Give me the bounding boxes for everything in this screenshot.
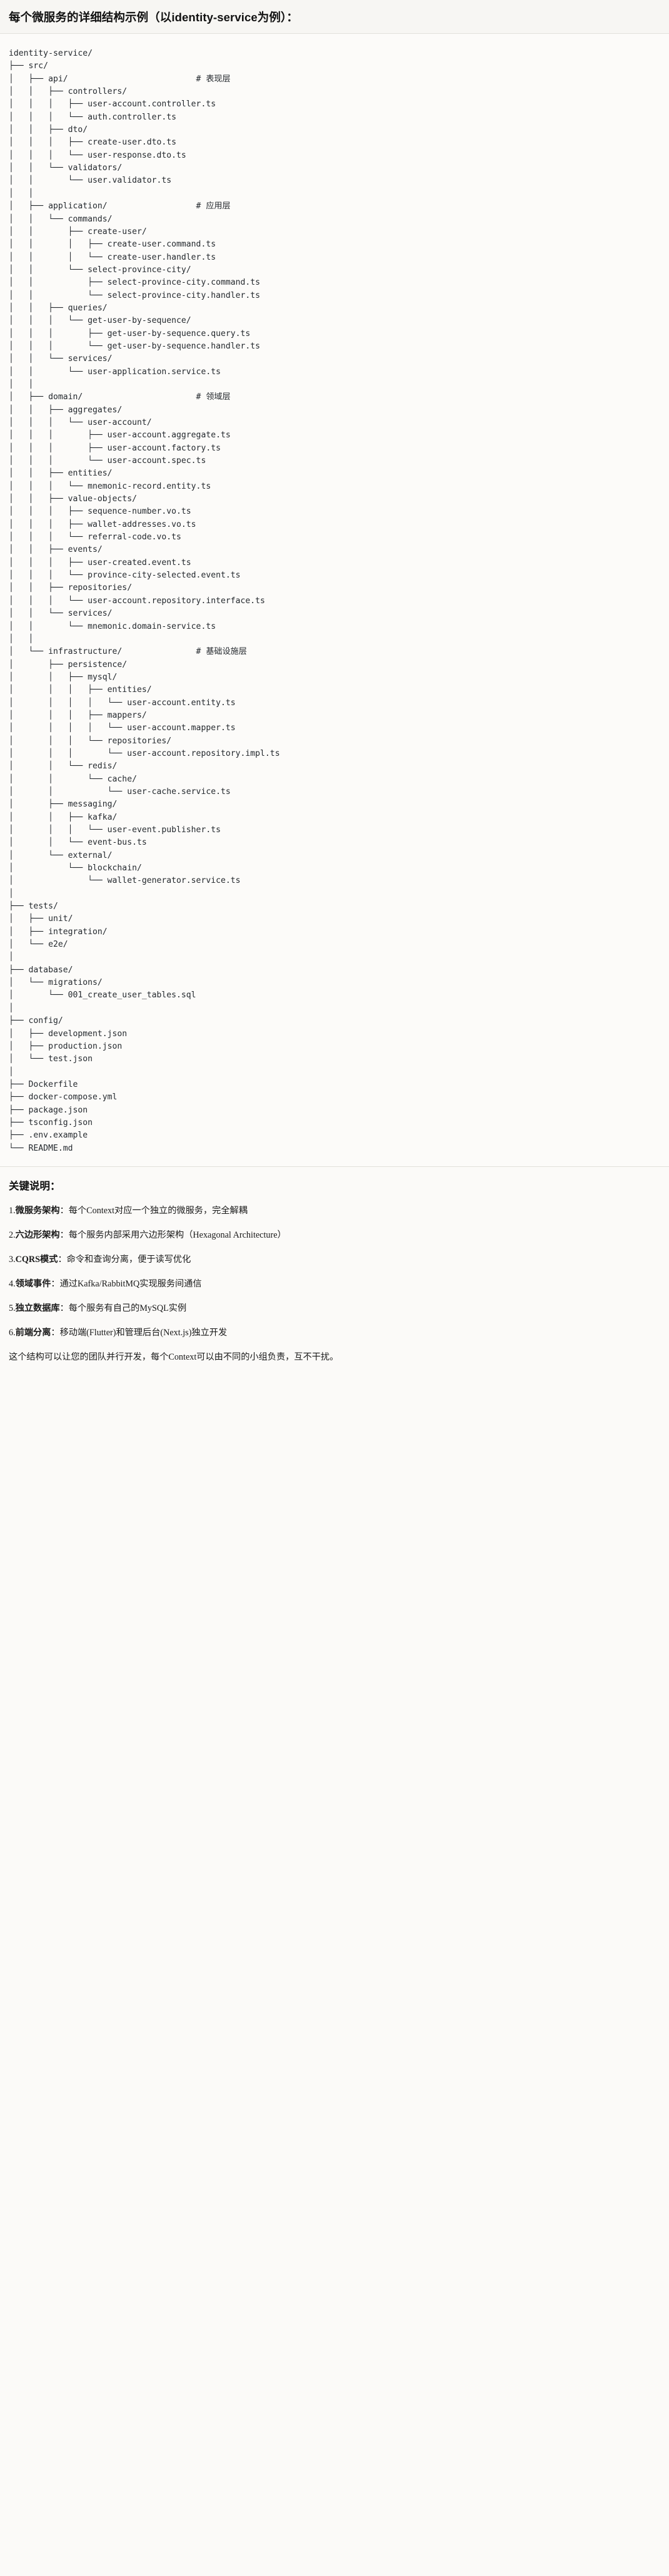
key-note-item: 2.六边形架构：每个服务内部采用六边形架构（Hexagonal Architec… [9, 1228, 660, 1242]
key-note-index: 2. [9, 1230, 16, 1241]
key-note-item: 3.CQRS模式：命令和查询分离，便于读写优化 [9, 1253, 660, 1266]
directory-tree-block: identity-service/ ├── src/ │ ├── api/ # … [0, 34, 669, 1166]
key-notes-heading: 关键说明： [9, 1180, 61, 1192]
key-note-separator: ： [51, 1279, 60, 1290]
key-note-index: 5. [9, 1303, 16, 1314]
key-note-separator: ： [59, 1303, 69, 1314]
key-note-text: 命令和查询分离，便于读写优化 [66, 1255, 191, 1265]
key-note-term: CQRS模式 [15, 1255, 58, 1265]
key-note-text: 每个服务有自己的MySQL实例 [68, 1303, 187, 1314]
page-root: 每个微服务的详细结构示例（以identity-service为例）： ident… [0, 0, 669, 1375]
key-note-text: 每个服务内部采用六边形架构（Hexagonal Architecture） [68, 1230, 286, 1241]
key-note-item: 4.领域事件：通过Kafka/RabbitMQ实现服务间通信 [9, 1277, 660, 1291]
key-note-text: 通过Kafka/RabbitMQ实现服务间通信 [59, 1279, 202, 1290]
directory-tree-text: identity-service/ ├── src/ │ ├── api/ # … [9, 49, 280, 1153]
key-note-index: 4. [9, 1279, 16, 1290]
key-note-separator: ： [59, 1206, 69, 1216]
key-note-term: 微服务架构 [15, 1206, 60, 1216]
key-note-term: 六边形架构 [15, 1230, 60, 1241]
key-note-term: 领域事件 [15, 1279, 51, 1290]
directory-tree: identity-service/ ├── src/ │ ├── api/ # … [9, 48, 660, 1155]
document-header: 每个微服务的详细结构示例（以identity-service为例）： [0, 0, 669, 34]
key-note-text: 每个Context对应一个独立的微服务，完全解耦 [68, 1206, 248, 1216]
key-note-term: 独立数据库 [15, 1303, 60, 1314]
key-note-term: 前端分离 [15, 1328, 51, 1338]
key-note-index: 1. [9, 1206, 16, 1216]
key-note-text: 移动端(Flutter)和管理后台(Next.js)独立开发 [59, 1328, 228, 1338]
key-note-item: 1.微服务架构：每个Context对应一个独立的微服务，完全解耦 [9, 1204, 660, 1218]
key-note-index: 3. [9, 1255, 16, 1265]
key-note-item: 5.独立数据库：每个服务有自己的MySQL实例 [9, 1301, 660, 1315]
closing-paragraph: 这个结构可以让您的团队并行开发，每个Context可以由不同的小组负责，互不干扰… [9, 1352, 339, 1363]
key-note-index: 6. [9, 1328, 16, 1338]
key-note-separator: ： [51, 1328, 60, 1338]
key-note-separator: ： [59, 1230, 69, 1241]
key-note-item: 6.前端分离：移动端(Flutter)和管理后台(Next.js)独立开发 [9, 1326, 660, 1340]
page-title: 每个微服务的详细结构示例（以identity-service为例）： [9, 11, 298, 24]
key-note-separator: ： [58, 1255, 67, 1265]
